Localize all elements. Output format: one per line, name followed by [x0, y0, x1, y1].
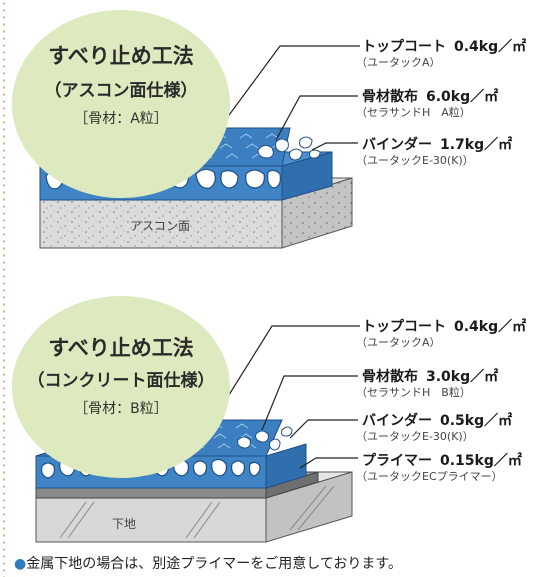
layer-name: 骨材散布: [362, 369, 418, 385]
method-subtitle: （アスコン面仕様）: [44, 81, 198, 101]
layer-product-topcoat: （ユータックA）: [356, 56, 441, 69]
layer-name: 骨材散布: [362, 89, 418, 105]
layer-label-aggregate: 骨材散布 6.0kg／㎡: [362, 86, 498, 106]
layer-amount: 0.4kg／㎡: [454, 319, 527, 335]
layer-amount: 3.0kg／㎡: [426, 369, 499, 385]
base-label-concrete: 下地: [112, 517, 136, 531]
layer-product-aggregate: （セラサンドH A粒）: [356, 106, 471, 119]
method-panel-concrete: 下地 すべり止め工法 （コンクリート面仕様） ［骨材：B粒］ トップコート 0.4…: [0, 290, 546, 550]
layer-label-binder: バインダー 1.7kg／㎡: [362, 134, 512, 154]
base-label-asphalt: アスコン面: [130, 219, 190, 233]
layer-name: トップコート: [362, 319, 446, 335]
layer-name: バインダー: [362, 137, 432, 153]
dotted-edge-border: [3, 0, 5, 577]
layer-product-topcoat: （ユータックA）: [356, 336, 441, 349]
layer-label-binder: バインダー 0.5kg／㎡: [362, 410, 512, 430]
layer-product-aggregate: （セラサンドH B粒）: [356, 386, 471, 399]
footnote: ●金属下地の場合は、別途プライマーをご用意しております。: [14, 553, 402, 573]
method-badge: すべり止め工法 （アスコン面仕様） ［骨材：A粒］: [12, 10, 230, 198]
footnote-text: 金属下地の場合は、別途プライマーをご用意しております。: [26, 556, 402, 572]
layer-name: トップコート: [362, 39, 446, 55]
layer-amount: 0.5kg／㎡: [440, 413, 513, 429]
layer-amount: 1.7kg／㎡: [440, 137, 513, 153]
layer-amount: 0.15kg／㎡: [440, 453, 522, 469]
bullet-icon: ●: [14, 556, 27, 572]
aggregate-type-label: ［骨材：B粒］: [74, 401, 168, 417]
method-panel-asphalt: アスコン面 すべり止め工法 （アスコン面仕様） ［骨材：A粒］ トップコート 0.…: [0, 0, 546, 280]
aggregate-type-label: ［骨材：A粒］: [74, 111, 168, 127]
layer-product-binder: （ユータックE-30(K)）: [356, 430, 474, 443]
layer-amount: 6.0kg／㎡: [426, 89, 499, 105]
layer-label-topcoat: トップコート 0.4kg／㎡: [362, 36, 526, 56]
layer-label-topcoat: トップコート 0.4kg／㎡: [362, 316, 526, 336]
layer-amount: 0.4kg／㎡: [454, 39, 527, 55]
method-title: すべり止め工法: [48, 44, 194, 68]
layer-name: バインダー: [362, 413, 432, 429]
layer-product-primer: （ユータックECプライマー）: [356, 470, 503, 483]
method-badge: すべり止め工法 （コンクリート面仕様） ［骨材：B粒］: [12, 296, 230, 478]
layer-product-binder: （ユータックE-30(K)）: [356, 154, 474, 167]
layer-label-aggregate: 骨材散布 3.0kg／㎡: [362, 366, 498, 386]
method-title: すべり止め工法: [48, 336, 194, 360]
method-subtitle: （コンクリート面仕様）: [27, 371, 215, 391]
layer-name: プライマー: [362, 453, 432, 469]
layer-label-primer: プライマー 0.15kg／㎡: [362, 450, 522, 470]
